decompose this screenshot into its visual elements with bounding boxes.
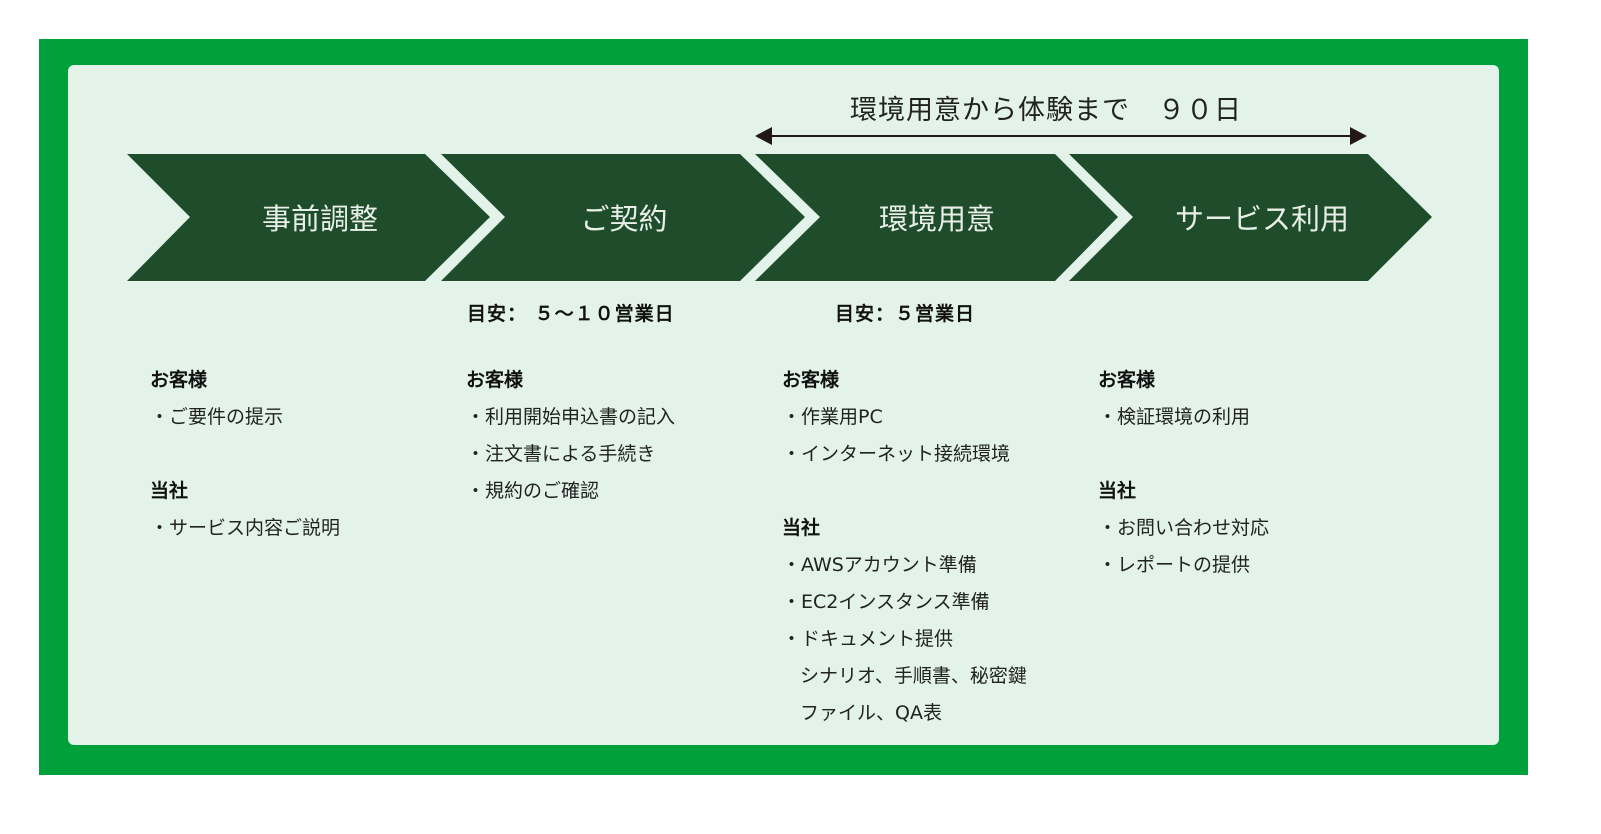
company-heading: 当社 [1098, 480, 1137, 502]
company-heading: 当社 [782, 517, 821, 539]
list-item: ・ご要件の提示 [150, 406, 284, 428]
list-subitem: シナリオ、手順書、秘密鍵 [800, 665, 1027, 687]
step-label-4: サービス利用 [1174, 202, 1349, 236]
customer-heading: お客様 [1098, 369, 1156, 391]
column-step-2: お客様 ・利用開始申込書の記入 ・注文書による手続き ・規約のご確認 [466, 362, 675, 510]
column-step-1: お客様 ・ご要件の提示 当社 ・サービス内容ご説明 [150, 362, 340, 547]
customer-heading: お客様 [466, 369, 524, 391]
column-step-4: お客様 ・検証環境の利用 当社 ・お問い合わせ対応 ・レポートの提供 [1098, 362, 1269, 584]
list-item: ・注文書による手続き [466, 443, 656, 465]
customer-heading: お客様 [150, 369, 208, 391]
list-item: ・検証環境の利用 [1098, 406, 1251, 428]
chevron-step-3 [755, 154, 1118, 281]
duration-arrow [755, 127, 1367, 145]
step-label-3: 環境用意 [878, 202, 995, 236]
list-item: ・AWSアカウント準備 [782, 554, 977, 576]
chevron-step-4 [1069, 154, 1432, 281]
list-item: ・サービス内容ご説明 [150, 517, 341, 539]
duration-contract: 目安： ５〜１０営業日 [467, 303, 675, 325]
list-subitem: ファイル、QA表 [800, 702, 942, 724]
list-item: ・EC2インスタンス準備 [782, 591, 990, 613]
arrow-left-head-icon [755, 127, 772, 145]
chevron-step-2 [441, 154, 805, 281]
step-label-2: ご契約 [580, 202, 668, 236]
list-item: ・お問い合わせ対応 [1098, 517, 1270, 539]
step-label-1: 事前調整 [261, 202, 378, 236]
duration-environment: 目安：５営業日 [835, 303, 976, 325]
list-item: ・インターネット接続環境 [782, 443, 1011, 465]
column-step-3: お客様 ・作業用PC ・インターネット接続環境 当社 ・AWSアカウント準備 ・… [782, 362, 1027, 732]
chevron-step-1 [127, 154, 490, 281]
list-item: ・レポートの提供 [1098, 554, 1251, 576]
customer-heading: お客様 [782, 369, 840, 391]
list-item: ・ドキュメント提供 [782, 628, 954, 650]
list-item: ・作業用PC [782, 406, 883, 428]
arrow-right-head-icon [1350, 127, 1367, 145]
list-item: ・利用開始申込書の記入 [466, 406, 676, 428]
company-heading: 当社 [150, 480, 189, 502]
list-item: ・規約のご確認 [466, 480, 600, 502]
span-label: 環境用意から体験まで ９０日 [850, 95, 1242, 126]
